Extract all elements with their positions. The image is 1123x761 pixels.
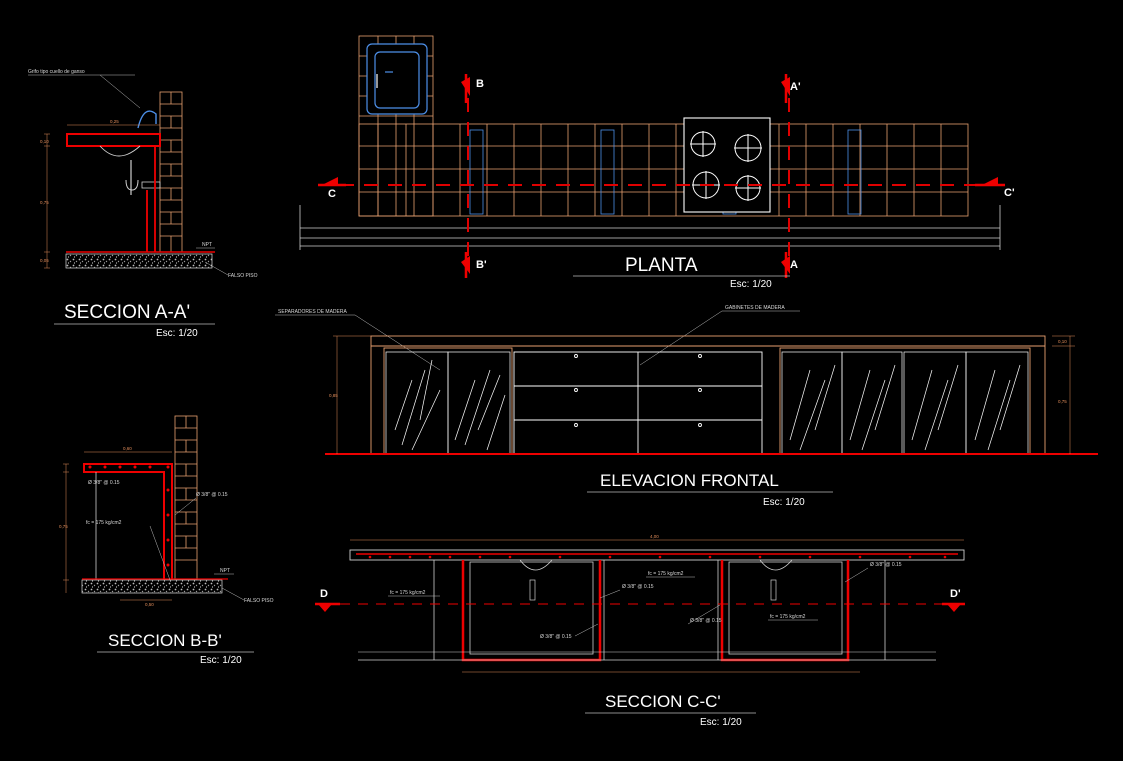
section-bb-view: 0,60 0,75 0,50 Ø 3/8" @ 0.15 Ø 3/8" @ 0.…	[59, 415, 274, 666]
section-flag-c-right	[975, 177, 1005, 187]
section-mark-a-bottom: A	[790, 259, 798, 271]
view-title-seccion-cc: SECCION C-C'	[605, 692, 721, 711]
bb-note-falso-piso: FALSO PISO	[244, 598, 274, 604]
cc-dim-total: 4,00	[650, 534, 659, 539]
section-flag-c-left	[318, 177, 346, 187]
aa-dim-top: 0,25	[110, 119, 119, 124]
section-mark-c-right: C'	[1004, 187, 1015, 199]
aa-faucet	[137, 110, 157, 129]
bb-dim-bottom: 0,50	[145, 602, 154, 607]
elevation-dim-left: 0,85	[329, 393, 338, 398]
section-flag-d-right	[942, 602, 965, 612]
cc-note-rebar-2: Ø 3/8" @ 0.15	[690, 618, 722, 624]
elevation-glass-right	[781, 351, 1029, 455]
aa-brick-wall	[159, 91, 183, 253]
elevation-cabinets	[513, 351, 763, 455]
view-title-seccion-aa: SECCION A-A'	[64, 302, 190, 323]
section-mark-c-left: C	[328, 188, 336, 200]
view-scale-seccion-bb: Esc: 1/20	[200, 655, 242, 666]
bb-dim-h: 0,75	[59, 524, 68, 529]
cc-note-fc-3: fc = 175 kg/cm2	[770, 614, 806, 620]
section-flag-a-top	[781, 74, 790, 103]
plan-stove	[683, 117, 771, 213]
section-mark-b-bottom: B'	[476, 259, 487, 271]
section-flag-b-top	[461, 74, 470, 103]
plan-baseline	[299, 205, 1001, 250]
bb-brick-wall	[174, 415, 198, 581]
view-title-seccion-bb: SECCION B-B'	[108, 631, 222, 650]
plan-counter-tiles	[358, 123, 969, 217]
aa-note-npt: NPT	[202, 242, 212, 248]
bb-note-fc: fc = 175 kg/cm2	[86, 520, 122, 526]
aa-note-falso-piso: FALSO PISO	[228, 273, 258, 279]
view-scale-planta: Esc: 1/20	[730, 279, 772, 290]
view-title-elevacion: ELEVACION FRONTAL	[600, 471, 779, 490]
aa-dim-h1: 0,10	[40, 139, 49, 144]
section-aa-view: Grifo tipo cuello de ganso	[28, 69, 258, 339]
cc-note-rebar-1: Ø 3/8" @ 0.15	[622, 584, 654, 590]
bb-note-rebar: Ø 3/8" @ 0.15	[88, 480, 120, 486]
aa-dim-h3: 0,05	[40, 258, 49, 263]
aa-gravel-floor	[65, 253, 213, 269]
bb-gravel-floor	[81, 579, 223, 594]
cc-note-fc-2: fc = 175 kg/cm2	[648, 571, 684, 577]
bb-note-npt: NPT	[220, 568, 230, 574]
section-cc-view: 4,00	[315, 534, 965, 728]
aa-dim-h2: 0,75	[40, 200, 49, 205]
plan-cut-lines	[340, 98, 1000, 260]
plan-sink-basin	[366, 43, 428, 115]
aa-counter-slab	[66, 133, 161, 147]
section-flag-b-bottom	[461, 252, 470, 278]
bb-dim-top: 0,60	[123, 446, 132, 451]
plan-view: B B' A' A C C' PLANTA Esc: 1/20	[299, 35, 1015, 290]
cc-note-fc-1: fc = 175 kg/cm2	[390, 590, 426, 596]
view-scale-seccion-aa: Esc: 1/20	[156, 328, 198, 339]
cc-counter-slab	[349, 549, 965, 561]
note-separadores: SEPARADORES DE MADERA	[278, 309, 347, 315]
note-grifo: Grifo tipo cuello de ganso	[28, 69, 85, 75]
elevation-dim-top: 0,10	[1058, 339, 1067, 344]
section-flag-d-left	[315, 602, 340, 612]
elevation-glass-left	[385, 351, 511, 455]
section-mark-d-left: D	[320, 588, 328, 600]
view-scale-elevacion: Esc: 1/20	[763, 497, 805, 508]
cc-note-rebar-4: Ø 3/8" @ 0.15	[870, 562, 902, 568]
cc-note-rebar-3: Ø 3/8" @ 0.15	[540, 634, 572, 640]
elevation-dim-right: 0,75	[1058, 399, 1067, 404]
plan-separators	[469, 129, 862, 215]
section-mark-b-top: B	[476, 78, 484, 90]
bb-note-rebar-2: Ø 3/8" @ 0.15	[196, 492, 228, 498]
front-elevation-view: SEPARADORES DE MADERA GABINETES DE MADER…	[275, 305, 1098, 508]
view-title-planta: PLANTA	[625, 255, 698, 276]
section-mark-d-right: D'	[950, 588, 961, 600]
view-scale-seccion-cc: Esc: 1/20	[700, 717, 742, 728]
note-gabinetes: GABINETES DE MADERA	[725, 305, 785, 311]
section-flag-a-bottom	[781, 252, 790, 278]
section-mark-a-top: A'	[790, 81, 801, 93]
